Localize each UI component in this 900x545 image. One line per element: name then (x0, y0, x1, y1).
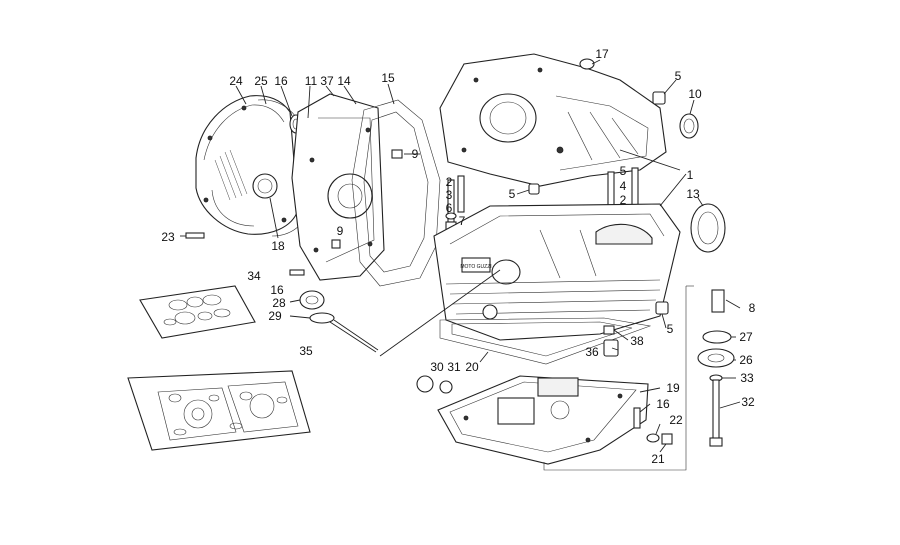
callout-labels: 24 25 16 11 37 14 15 17 5 10 9 2 3 6 7 5… (161, 47, 755, 466)
label-32: 32 (741, 395, 755, 409)
label-27: 27 (739, 330, 753, 344)
label-18: 18 (271, 239, 285, 253)
plug-38 (603, 325, 615, 335)
label-34: 34 (247, 269, 261, 283)
label-5-right: 5 (620, 164, 627, 178)
rear-cover-24 (195, 95, 299, 235)
oil-pan-19 (437, 375, 649, 465)
oring-29 (309, 312, 379, 353)
bolt-9-lower (331, 239, 341, 249)
label-24: 24 (229, 74, 243, 88)
label-17: 17 (595, 47, 609, 61)
label-28: 28 (272, 296, 286, 310)
label-8: 8 (749, 301, 756, 315)
label-2: 2 (446, 175, 453, 189)
seal-13 (690, 203, 726, 253)
label-9: 9 (412, 147, 419, 161)
screw-34 (289, 269, 305, 276)
bolt-9-upper (391, 149, 403, 159)
bolt-16-pan (633, 407, 641, 429)
breather-cap-17 (579, 58, 595, 70)
label-6: 6 (446, 201, 453, 215)
label-15: 15 (381, 71, 395, 85)
label-30: 30 (430, 360, 444, 374)
oil-pan-gasket-20 (439, 317, 652, 365)
label-1: 1 (687, 168, 694, 182)
label-9-lower: 9 (337, 224, 344, 238)
label-33: 33 (740, 371, 754, 385)
filter-cap-30 (416, 375, 434, 393)
label-16-pan: 16 (656, 397, 670, 411)
bushing-5-right (655, 301, 669, 315)
label-35: 35 (299, 344, 313, 358)
label-36: 36 (585, 345, 599, 359)
label-14: 14 (337, 74, 351, 88)
label-5-lower: 5 (667, 322, 674, 336)
label-4: 4 (620, 179, 627, 193)
sleeve-36 (603, 339, 619, 357)
label-29: 29 (268, 309, 282, 323)
label-16-left: 16 (270, 283, 284, 297)
label-7: 7 (459, 214, 466, 228)
label-16: 16 (274, 74, 288, 88)
label-23: 23 (161, 230, 175, 244)
crankcase-badge-text: MOTO GUZZI (460, 264, 491, 270)
bushing-5-top (652, 91, 666, 105)
label-25: 25 (254, 74, 268, 88)
label-11: 11 (305, 74, 318, 88)
timing-cover (291, 93, 385, 281)
label-5-mid: 5 (509, 187, 516, 201)
filter-parts (697, 289, 735, 447)
label-37: 37 (320, 74, 334, 88)
label-21: 21 (651, 452, 665, 466)
seal-10 (679, 113, 699, 139)
label-5: 5 (675, 69, 682, 83)
label-31: 31 (447, 360, 461, 374)
full-gasket-set-inset (127, 370, 311, 451)
lower-crankcase: MOTO GUZZI (433, 203, 681, 341)
washer-22 (646, 433, 660, 443)
upper-crankcase (439, 53, 667, 187)
oring-31 (439, 380, 453, 394)
label-3: 3 (446, 188, 453, 202)
label-22: 22 (669, 413, 683, 427)
label-13: 13 (686, 187, 700, 201)
label-26: 26 (739, 353, 753, 367)
label-2-right: 2 (620, 193, 627, 207)
leader-lines (180, 59, 741, 471)
label-19: 19 (666, 381, 680, 395)
screw-23 (185, 232, 205, 239)
label-38: 38 (630, 334, 644, 348)
label-20: 20 (465, 360, 479, 374)
drain-plug-21 (661, 433, 673, 445)
gasket-15 (351, 99, 441, 287)
small-gasket-kit-inset (139, 285, 256, 339)
pickup-28 (299, 290, 325, 310)
label-10: 10 (688, 87, 702, 101)
